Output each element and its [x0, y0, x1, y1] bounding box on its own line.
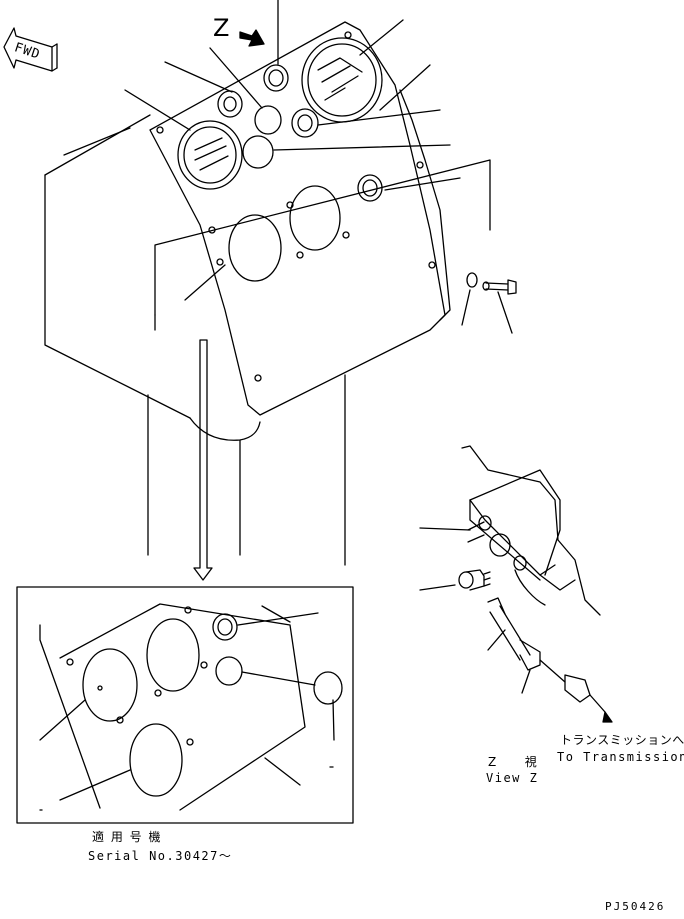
- indicator-lamps: [217, 64, 319, 169]
- fwd-arrow: [3, 27, 58, 72]
- view-z-jp: Z 視: [488, 755, 539, 769]
- to-transmission-en: To Transmission: [557, 750, 684, 764]
- console-body: [44, 114, 346, 566]
- view-z-detail: [419, 445, 613, 723]
- leader-lines-main: [124, 0, 513, 334]
- serial-en: Serial No.30427～: [88, 849, 233, 863]
- serial-jp: 適 用 号 機: [92, 830, 162, 844]
- serial-detail: [16, 586, 354, 824]
- view-z-en: View Z: [486, 771, 539, 785]
- view-z-arrow: [239, 29, 265, 47]
- to-transmission-jp: トランスミッションへ: [560, 733, 684, 747]
- instrument-panel: [149, 21, 491, 416]
- detail-arrow: [193, 339, 213, 581]
- gauge-large-top: [301, 37, 383, 123]
- gauge-large-left: [177, 120, 243, 190]
- lower-panel-openings: [228, 174, 383, 282]
- drawing-code: PJ50426: [605, 900, 666, 913]
- view-z-letter: Z: [213, 14, 230, 42]
- washer-and-bolt: [466, 272, 517, 295]
